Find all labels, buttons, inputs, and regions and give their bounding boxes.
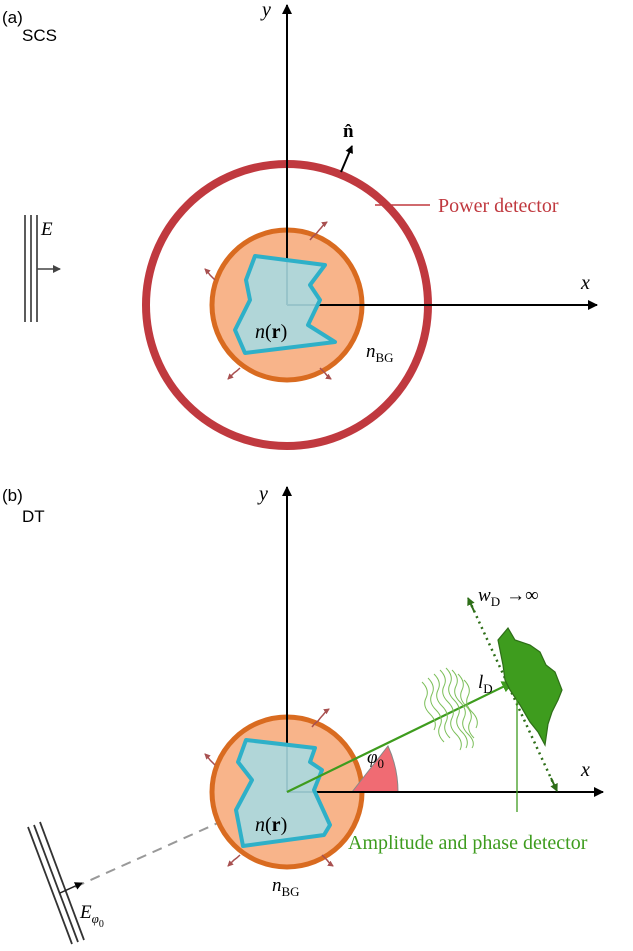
- object-label: n(r): [255, 321, 287, 343]
- detector-width-label: wD→∞: [478, 585, 539, 609]
- panel-a-tag: (a): [2, 8, 23, 27]
- detector-line-arrow-down: [550, 777, 558, 792]
- power-detector-label: Power detector: [438, 195, 559, 217]
- normal-label: n̂: [343, 121, 354, 142]
- panel-a-mode: SCS: [22, 26, 57, 45]
- object-shape-b: [234, 738, 332, 848]
- x-axis-label: x: [580, 272, 590, 294]
- detector-line: [468, 601, 557, 788]
- scattered-arrows: [204, 221, 332, 380]
- angle-label: φ0: [367, 747, 384, 771]
- object-label-b: n(r): [255, 814, 287, 836]
- detection-direction-arrow: [286, 681, 514, 793]
- scattered-arrows-b: [204, 708, 334, 867]
- normal-arrow: [340, 145, 353, 173]
- incident-wavefronts: [24, 215, 38, 322]
- field-label: E: [40, 219, 53, 240]
- background-index-label: nBG: [366, 341, 394, 365]
- panel-a: (a) SCS y x n(r) nBG n̂ Power det: [2, 0, 598, 450]
- y-axis-label-b: y: [257, 483, 268, 505]
- incident-direction-arrow-b: [59, 882, 83, 894]
- object-shape: [233, 254, 337, 355]
- panel-b-mode: DT: [22, 507, 45, 526]
- background-index-label-b: nBG: [272, 875, 300, 899]
- detector-profile: [497, 626, 563, 747]
- x-axis-label-b: x: [580, 759, 590, 781]
- field-label-b: Eφ0: [79, 902, 104, 930]
- detector-distance-label: lD: [478, 672, 493, 696]
- panel-b-tag: (b): [2, 486, 23, 505]
- scattered-wavelets: [421, 667, 478, 751]
- amplitude-phase-detector-label: Amplitude and phase detector: [348, 832, 588, 854]
- incident-wavefronts-b: [27, 821, 85, 945]
- detector-line-arrow-up: [467, 597, 475, 612]
- panel-b: (b) DT y x n(r) nBG: [2, 483, 604, 945]
- y-axis-label: y: [260, 0, 271, 21]
